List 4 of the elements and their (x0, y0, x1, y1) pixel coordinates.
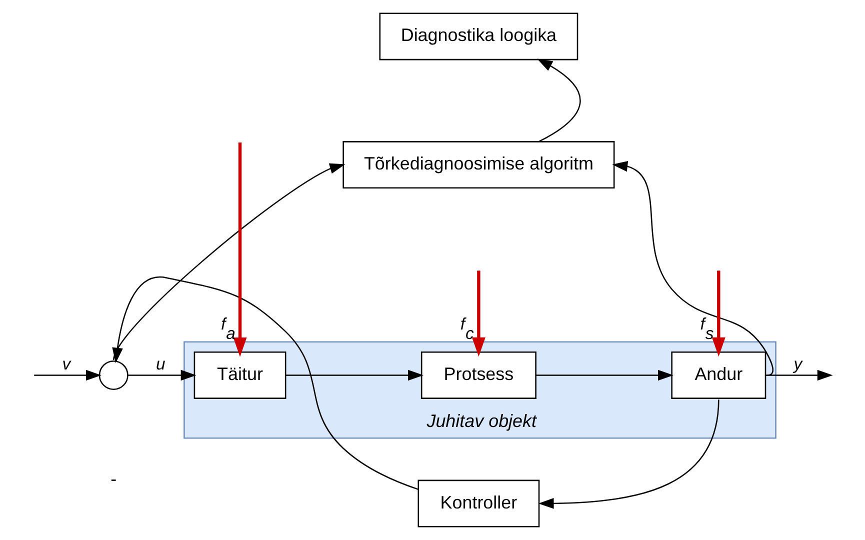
label: - (110, 469, 117, 490)
edge-label: u (156, 354, 166, 374)
edge-label: y (794, 354, 802, 374)
edge-label: v (62, 354, 71, 374)
